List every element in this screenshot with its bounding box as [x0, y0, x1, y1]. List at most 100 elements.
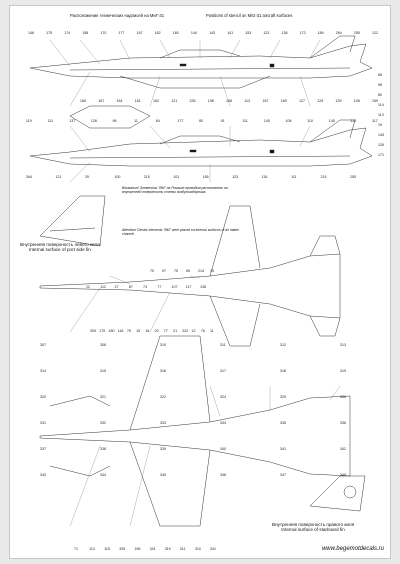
leader-lines	[49, 39, 341, 527]
callout-lower_row-5: 101	[173, 175, 179, 179]
callout-bottom_row-7: 311	[180, 547, 186, 551]
starboard-fin-drawing	[309, 475, 366, 512]
callout-bottom_plan-22: 335	[280, 421, 286, 425]
callout-lower_row-3: 100	[114, 175, 120, 179]
callout-bottom_row-0: 71	[74, 547, 78, 551]
callout-right_col-8: 171	[378, 153, 384, 157]
callout-top_row-0: 146	[28, 31, 34, 35]
callout-mid_row-0: 119	[26, 119, 32, 123]
callout-mid_row-16: 117	[372, 119, 378, 123]
callout-bottom_plan-20: 333	[160, 421, 166, 425]
callout-bottom_plan-8: 316	[160, 369, 166, 373]
callout-top_row-2: 174	[64, 31, 70, 35]
callout-top_row-10: 143	[209, 31, 215, 35]
plan-view-lower	[39, 335, 351, 527]
callout-bottom_row-9: 341	[210, 547, 216, 551]
callout-upper_mid-5: 121	[171, 99, 177, 103]
callout-upper_mid-12: 127	[299, 99, 305, 103]
callout-top_row-16: 189	[318, 31, 324, 35]
callout-bottom_plan-33: 346	[220, 473, 226, 477]
starboard-fin-caption-ru: Внутренняя поверхность правого киля	[272, 522, 355, 527]
callout-bottom_plan-34: 347	[280, 473, 286, 477]
callout-mid_row-13: 110	[307, 119, 313, 123]
callout-right_col-7: 126	[378, 143, 384, 147]
callout-plan_row-7: 117	[186, 285, 192, 289]
callout-upper_mid-8: 158	[226, 99, 232, 103]
callout-mid_row-7: 177	[177, 119, 183, 123]
callout-mid_row-8: 80	[199, 119, 203, 123]
callout-bottom_plan-15: 324	[220, 395, 226, 399]
callout-upper_mid-3: 161	[135, 99, 141, 103]
callout-top_row-7: 162	[155, 31, 161, 35]
callout-bottom_row-6: 319	[165, 547, 171, 551]
callout-mid_row-2: 137	[69, 119, 75, 123]
note-ru: Внимание! Элементы "BM" на Ромаше провод…	[122, 186, 228, 195]
callout-plan_lower-4: 75	[127, 329, 131, 333]
callout-plan_lower-7: 20	[155, 329, 159, 333]
callout-mid_row-1: 111	[48, 119, 53, 123]
website-link[interactable]: www.begemotdecals.ru	[321, 546, 384, 552]
callout-mid_row-14: 145	[329, 119, 335, 123]
starboard-fin-caption: Внутренняя поверхность правого киля Inte…	[272, 522, 354, 533]
callout-plan_row-6: 107	[172, 285, 178, 289]
callout-bottom_plan-5: 313	[340, 343, 346, 347]
callout-plan_row-8: 138	[200, 285, 206, 289]
callout-plan_lower-0: 309	[90, 329, 96, 333]
callout-plan_row-2: 27	[115, 285, 119, 289]
callout-top_row-5: 177	[119, 31, 125, 35]
callout-upper_mid-9: 113	[244, 99, 250, 103]
callout-plan_upper-1: 97	[162, 269, 166, 273]
callout-bottom_plan-27: 340	[220, 447, 226, 451]
callout-upper_mid-13: 125	[317, 99, 323, 103]
callout-top_row-19: 122	[372, 31, 378, 35]
callout-top_row-1: 175	[46, 31, 52, 35]
callout-upper_mid-14: 139	[336, 99, 342, 103]
note-en: Attention! Decals elements "BM" were pla…	[122, 228, 239, 237]
callout-plan_lower-12: 76	[201, 329, 205, 333]
callout-right_col-1: 98	[378, 83, 382, 87]
callout-upper_mid-4: 162	[153, 99, 159, 103]
callout-lower_row-9: 111	[291, 175, 296, 179]
callout-mid_row-5: 11	[134, 119, 138, 123]
callout-mid_row-10: 111	[242, 119, 247, 123]
callout-mid_row-11: 140	[264, 119, 270, 123]
callout-bottom_plan-21: 334	[220, 421, 226, 425]
callout-lower_row-4: 215	[144, 175, 150, 179]
callout-right_col-5: 19	[378, 123, 382, 127]
callout-bottom_plan-23: 336	[340, 421, 346, 425]
callout-plan_lower-13: 11	[210, 329, 214, 333]
callout-plan_lower-5: 15	[136, 329, 140, 333]
callout-bottom_plan-17: 330	[340, 395, 346, 399]
callout-bottom_row-8: 310	[195, 547, 201, 551]
callout-bottom_plan-24: 337	[40, 447, 46, 451]
callout-plan_upper-4: 214	[198, 269, 204, 273]
callout-bottom_plan-9: 317	[220, 369, 226, 373]
callout-bottom_plan-32: 345	[160, 473, 166, 477]
callout-plan_row-3: 87	[129, 285, 133, 289]
callout-mid_row-4: 96	[113, 119, 117, 123]
callout-lower_row-8: 116	[262, 175, 268, 179]
port-fin-caption-ru: Внутренняя поверхность левого киля	[20, 242, 100, 247]
callout-bottom_plan-25: 338	[100, 447, 106, 451]
callout-bottom_plan-16: 329	[280, 395, 286, 399]
callout-bottom_plan-31: 344	[100, 473, 106, 477]
callout-lower_row-2: 29	[85, 175, 89, 179]
callout-bottom_row-4: 196	[134, 547, 140, 551]
callout-bottom_plan-18: 331	[40, 421, 46, 425]
callout-bottom_plan-2: 310	[160, 343, 166, 347]
callout-bottom_plan-30: 343	[40, 473, 46, 477]
callout-plan_lower-6: 18	[145, 329, 149, 333]
callout-plan_row-1: 112	[100, 285, 106, 289]
callout-lower_row-0: 264	[26, 175, 32, 179]
callout-upper_mid-11: 169	[281, 99, 287, 103]
callout-plan_row-5: 77	[157, 285, 161, 289]
callout-bottom_plan-6: 314	[40, 369, 46, 373]
callout-top_row-4: 170	[100, 31, 106, 35]
callout-bottom_plan-29: 342	[340, 447, 346, 451]
callout-plan_lower-3: 116	[118, 329, 124, 333]
callout-upper_mid-10: 167	[263, 99, 269, 103]
callout-upper_mid-16: 159	[372, 99, 378, 103]
callout-mid_row-12: 106	[286, 119, 292, 123]
